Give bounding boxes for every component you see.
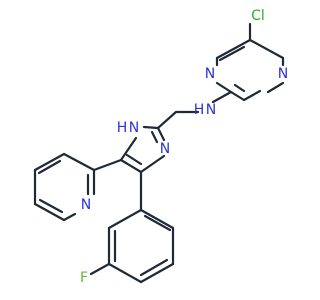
bond: [33, 202, 66, 222]
bond: [89, 262, 111, 276]
bond: [229, 90, 246, 102]
bonds: [33, 22, 285, 284]
bond: [248, 38, 285, 60]
pyrimidine-nitrogen-right: N: [278, 66, 288, 82]
bond: [215, 38, 252, 60]
amine-n-label: N: [206, 102, 216, 118]
bond: [233, 83, 246, 93]
bond: [38, 198, 64, 214]
amine-h-label: H: [194, 102, 205, 118]
bond: [215, 81, 233, 94]
bond: [37, 159, 62, 175]
bond: [142, 125, 160, 130]
bond: [107, 262, 143, 284]
bond: [139, 208, 175, 230]
bond: [139, 154, 166, 174]
bond: [125, 153, 143, 166]
bond: [92, 158, 123, 172]
bond: [62, 212, 77, 222]
bond: [33, 152, 66, 172]
bond: [211, 90, 233, 104]
bond: [143, 214, 172, 232]
pyridine-n-label: N: [81, 197, 91, 213]
atom-labels: Cl N N H N H N N N F: [80, 8, 288, 286]
bond: [119, 136, 138, 162]
bond: [139, 262, 175, 284]
bond: [242, 89, 262, 102]
bond: [156, 126, 166, 142]
bond: [119, 158, 143, 174]
molecule-structure: Cl N N H N H N N N F: [33, 8, 288, 286]
bond: [107, 208, 143, 230]
bond: [150, 130, 159, 144]
bond: [62, 152, 96, 172]
bond: [156, 110, 178, 130]
fluorine-label: F: [80, 270, 88, 286]
bond: [266, 81, 285, 94]
imidazole-h-label: H: [117, 120, 128, 136]
bond: [139, 258, 169, 277]
imidazole-n-label: N: [160, 141, 170, 157]
bond: [218, 45, 246, 62]
chlorine-label: Cl: [251, 8, 265, 24]
imidazole-nh-n-label: N: [129, 120, 139, 136]
pyrimidine-nitrogen-left: N: [205, 66, 215, 82]
